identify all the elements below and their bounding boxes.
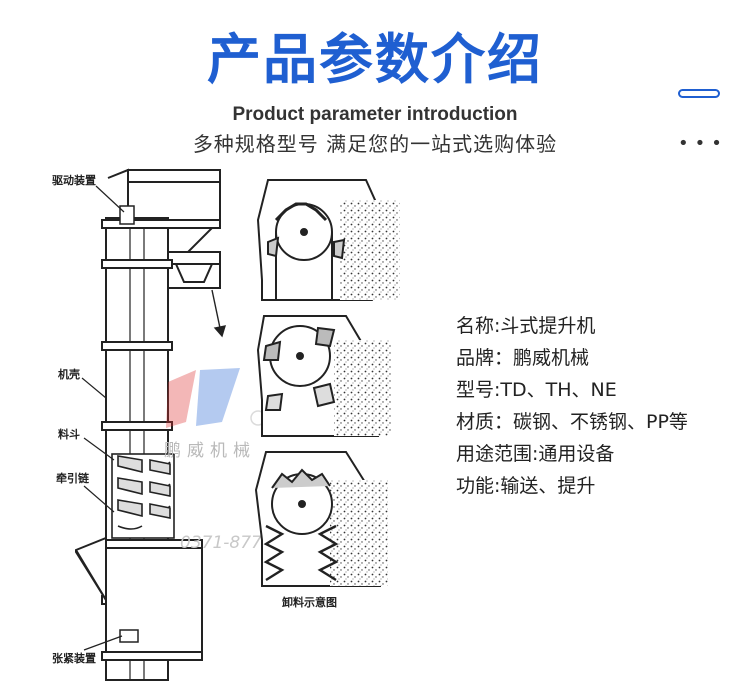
subtitle-chinese: 多种规格型号 满足您的一站式选购体验: [192, 132, 558, 156]
label-discharge-diagram: 卸料示意图: [282, 595, 337, 609]
spec-item-usage: 用途范围:通用设备: [456, 443, 615, 465]
spec-list: 名称:斗式提升机 品牌：鹏威机械 型号:TD、TH、NE 材质：碳钢、不锈钢、P…: [456, 310, 688, 502]
label-chain: 牵引链: [56, 471, 90, 485]
bucket-elevator-diagram: 驱动装置 机壳 料斗 牵引链 张紧装置 鹏威机械 0371-8777_X27: [52, 168, 400, 681]
more-dots-icon: •••: [678, 133, 728, 154]
decorative-pill-icon: [678, 89, 720, 98]
spec-item-model: 型号:TD、TH、NE: [456, 379, 617, 401]
watermark-logo-icon: [166, 368, 266, 428]
subtitle-english: Product parameter introduction: [232, 104, 518, 125]
spec-item-function: 功能:输送、提升: [456, 475, 596, 497]
elevator-body: [75, 168, 221, 681]
page-title: 产品参数介绍: [207, 28, 543, 91]
bucket-window: [111, 453, 175, 539]
watermark-name: 鹏威机械: [164, 441, 256, 461]
discharge-panel-1: [256, 179, 400, 301]
spec-item-material: 材质：碳钢、不锈钢、PP等: [456, 411, 688, 433]
spec-item-name: 名称:斗式提升机: [456, 315, 596, 337]
spec-item-brand: 品牌：鹏威机械: [456, 347, 590, 369]
label-casing: 机壳: [58, 367, 80, 381]
label-tension-device: 张紧装置: [52, 651, 96, 665]
discharge-panel-2: [256, 315, 392, 437]
label-drive-device: 驱动装置: [52, 173, 96, 187]
discharge-panel-3: [254, 451, 388, 587]
label-bucket: 料斗: [58, 427, 80, 441]
